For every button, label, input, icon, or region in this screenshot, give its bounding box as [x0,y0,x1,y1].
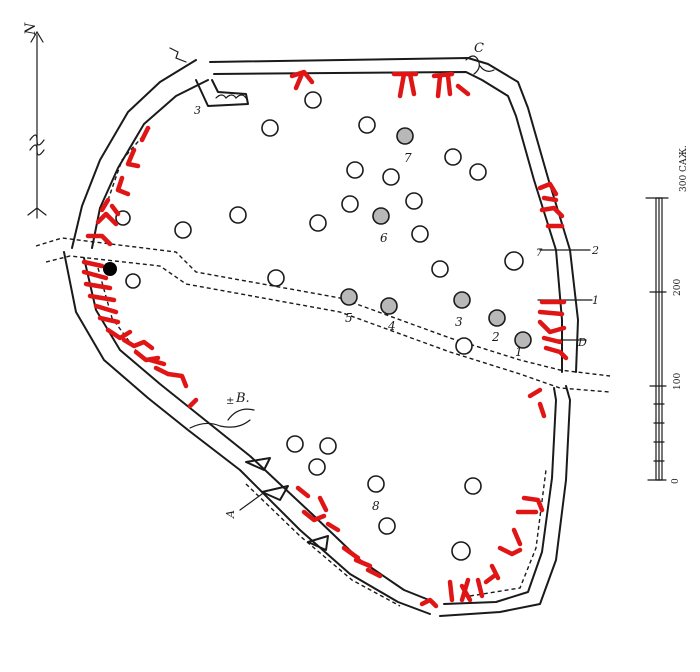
scale-tick-200: 200 [673,279,683,296]
label-a: A [224,510,237,519]
pit-4 [380,297,398,315]
north-arrow: N [23,22,47,219]
side-number-2: 2 [591,244,599,257]
pit-label-6: 6 [380,231,388,245]
scale-tick-100: 100 [673,373,683,390]
pit-label-4: 4 [387,319,396,333]
label-d: D [577,336,587,349]
svg-text:±: ± [226,396,234,407]
gate-b: ± B. [189,391,255,429]
pit-label-2: 2 [491,330,500,344]
central-road [35,237,611,393]
label-b: B. [235,391,250,406]
label-gate-number: 3 [194,104,201,117]
pit-label-8: 8 [372,499,380,513]
pit-label-7: 7 [404,151,412,165]
north-label: N [23,22,39,36]
scale-bar: 300 САЖ. 200 100 0 [645,145,689,484]
pits-plain [115,91,524,561]
right-notches: 2 1 D 7 [536,244,599,349]
pit-2 [488,309,506,327]
pit-1 [514,331,532,349]
scale-unit-label: 300 САЖ. [679,145,689,192]
gate-d: 3 [169,47,249,117]
gate-c: C [465,41,495,75]
scale-tick-0: 0 [671,478,681,484]
wall-crossings: A [224,457,329,551]
pit-label-5: 5 [345,311,353,325]
location-marker [103,262,117,276]
pit-7 [396,127,414,145]
side-number-1: 1 [592,294,599,307]
pit-3 [453,291,471,309]
red-dwellings [81,69,569,609]
pit-label-3: 3 [455,315,463,329]
pit-5 [340,288,358,306]
label-c: C [474,41,484,56]
pit-6 [372,207,390,225]
pit-label-1: 1 [515,345,523,359]
side-number-7: 7 [536,248,543,259]
pits-numbered: 7 6 5 4 3 2 1 8 [340,127,532,513]
